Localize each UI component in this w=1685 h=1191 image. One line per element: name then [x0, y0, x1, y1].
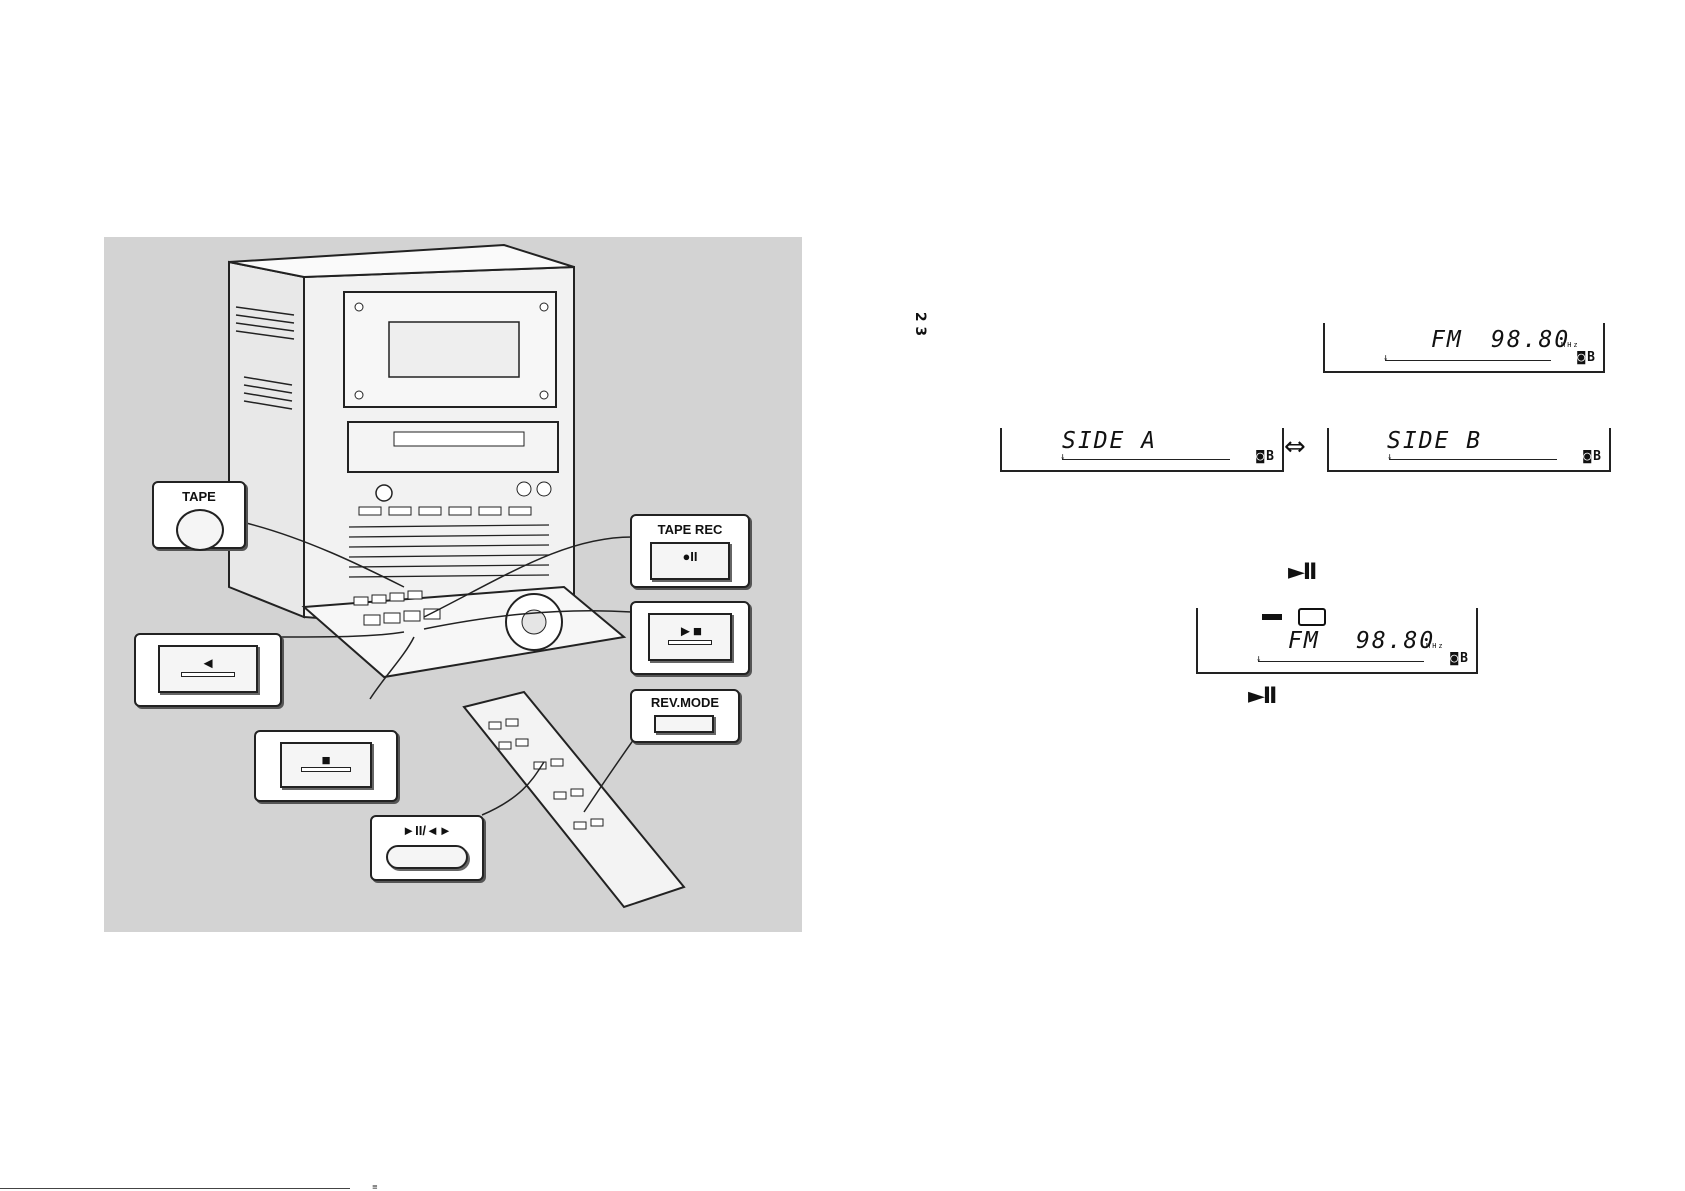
recording-unit: MHz	[1426, 642, 1445, 650]
tuner-tick: ↓	[1383, 353, 1390, 363]
side-a-tick: ↓	[1060, 452, 1067, 462]
remote-play-button[interactable]	[386, 845, 468, 869]
recording-tick: ↓	[1256, 654, 1263, 664]
rec-pause-icon: ●II	[652, 549, 728, 564]
side-a-line	[1062, 459, 1230, 460]
side-a-text: SIDE A	[1062, 428, 1157, 454]
stereo-illustration: TAPE TAPE REC ●II ►■ ◄ REV.MODE ■	[104, 237, 802, 932]
recording-band: FM	[1288, 628, 1320, 654]
stop-bar	[301, 767, 350, 772]
footer-mark: ≡	[372, 1183, 378, 1191]
side-a-display: SIDE A ↓ ◙B	[1000, 428, 1284, 472]
reverse-callout: ◄	[134, 633, 282, 707]
tuner-unit: MHz	[1561, 341, 1580, 349]
record-indicator-icon	[1262, 614, 1282, 620]
swap-arrow-icon: ⇔	[1284, 432, 1306, 462]
tape-button[interactable]	[176, 509, 224, 551]
side-b-text: SIDE B	[1387, 428, 1482, 454]
rev-mode-button[interactable]	[654, 715, 714, 733]
play-stop-button[interactable]: ►■	[648, 613, 732, 661]
tape-b-icon: ◙B	[1577, 350, 1597, 365]
tape-rec-callout: TAPE REC ●II	[630, 514, 750, 588]
tuner-band: FM	[1431, 327, 1463, 353]
recording-line	[1258, 661, 1424, 662]
play-pause-icon-2: ►II	[1248, 684, 1275, 709]
reverse-icon: ◄	[160, 655, 256, 672]
cassette-indicator-icon	[1298, 608, 1326, 626]
side-b-tick: ↓	[1387, 452, 1394, 462]
tuner-level-line	[1385, 360, 1551, 361]
reverse-button[interactable]: ◄	[158, 645, 258, 693]
step-margin-mark: 2 3	[912, 312, 928, 336]
side-b-display: SIDE B ↓ ◙B	[1327, 428, 1611, 472]
remote-play-label: ►II/◄►	[372, 823, 482, 838]
play-stop-callout: ►■	[630, 601, 750, 675]
side-b-line	[1389, 459, 1557, 460]
tape-callout: TAPE	[152, 481, 246, 549]
footer-rule	[0, 1188, 350, 1189]
tuner-display: FM 98.80 MHz ↓ ◙B	[1323, 323, 1605, 373]
rec-pause-button[interactable]: ●II	[650, 542, 730, 580]
tuner-frequency: 98.80	[1491, 327, 1570, 353]
tape-rec-label: TAPE REC	[632, 522, 748, 537]
recording-frequency: 98.80	[1356, 628, 1435, 654]
side-a-tape-icon: ◙B	[1256, 449, 1276, 464]
play-stop-bar	[668, 640, 713, 645]
play-pause-icon: ►II	[1288, 560, 1315, 585]
side-b-tape-icon: ◙B	[1583, 449, 1603, 464]
tape-label: TAPE	[154, 489, 244, 504]
reverse-bar	[181, 672, 235, 677]
recording-display: FM 98.80 MHz ↓ ◙B	[1196, 608, 1478, 674]
rev-mode-callout: REV.MODE	[630, 689, 740, 743]
rev-mode-label: REV.MODE	[632, 695, 738, 710]
stop-button[interactable]: ■	[280, 742, 372, 788]
recording-tape-icon: ◙B	[1450, 651, 1470, 666]
stop-callout: ■	[254, 730, 398, 802]
play-stop-icon: ►■	[650, 623, 730, 640]
remote-play-callout: ►II/◄►	[370, 815, 484, 881]
